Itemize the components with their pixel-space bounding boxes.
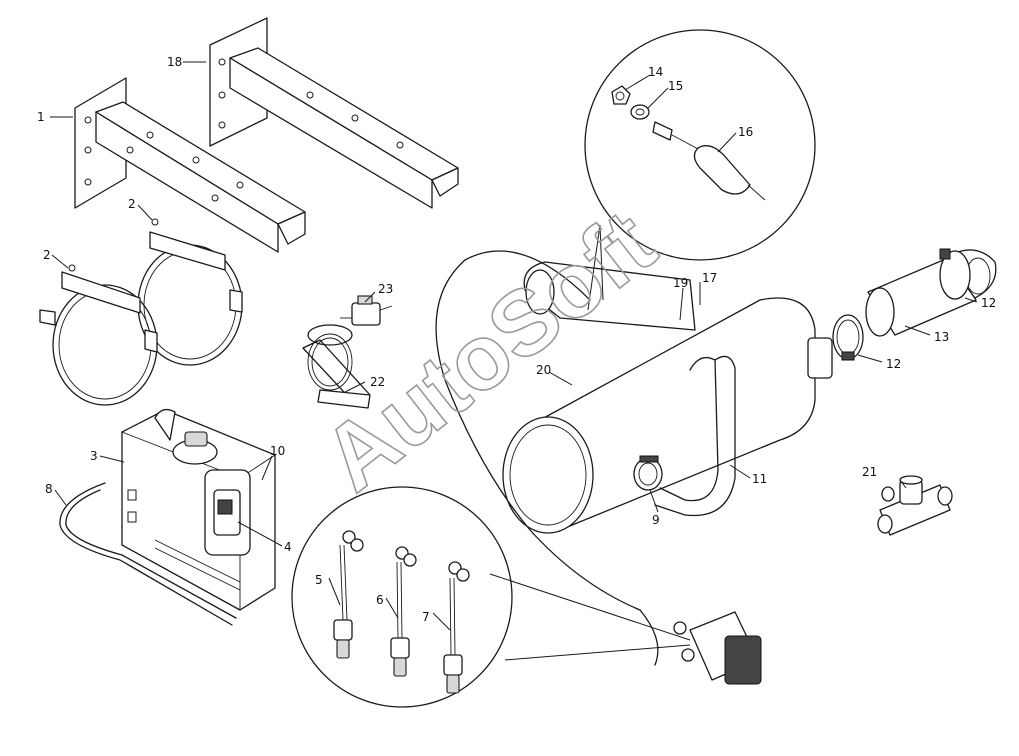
callout-21: 21 <box>862 465 877 479</box>
heater-unit <box>673 611 762 685</box>
callout-2a: 2 <box>128 197 136 211</box>
callout-10: 9 <box>652 513 660 527</box>
callout-23: 23 <box>378 282 393 296</box>
callout-22: 22 <box>370 375 385 389</box>
clamp-part-12b <box>939 248 971 300</box>
callout-1: 1 <box>37 110 45 124</box>
clamp-part-10 <box>633 455 663 491</box>
callout-20: 18 <box>167 55 182 69</box>
bracket-part-20 <box>209 17 459 209</box>
detail-circle-parts-5-7 <box>291 486 691 708</box>
callout-9: 10 <box>270 444 285 458</box>
strap-clamp-part-2b <box>39 264 158 406</box>
bracket-part-1 <box>74 77 306 253</box>
callout-12b: 12 <box>981 296 996 310</box>
bracket-part-22 <box>302 324 371 409</box>
callout-13: 13 <box>934 330 949 344</box>
switch-part-23 <box>340 295 393 326</box>
sender-unit-part-5 <box>333 530 364 659</box>
callout-8: 8 <box>45 482 53 496</box>
callout-15: 15 <box>668 79 683 93</box>
callout-labels: 1 18 2 2 3 10 4 8 23 22 5 6 7 9 11 12 12… <box>37 55 996 624</box>
detail-circle-parts-14-16 <box>584 29 816 311</box>
valve-part-21 <box>877 475 953 536</box>
callout-14: 14 <box>648 65 663 79</box>
callout-5: 5 <box>315 573 323 587</box>
callout-11: 11 <box>752 472 767 486</box>
callout-16: 16 <box>738 125 753 139</box>
exhaust-pipe-part-11 <box>654 355 736 517</box>
fuel-line-part-8 <box>59 482 237 626</box>
clamp-part-12a <box>832 314 864 361</box>
callout-7: 7 <box>422 610 430 624</box>
callout-18: 19 <box>673 276 688 290</box>
callout-19: 20 <box>536 363 551 377</box>
callout-2b: 2 <box>43 248 51 262</box>
callout-17: 17 <box>702 271 717 285</box>
tail-pipe-part-13 <box>865 249 997 337</box>
leader-lines <box>50 61 978 631</box>
callout-3: 3 <box>90 449 98 463</box>
callout-4: 4 <box>284 540 292 554</box>
hose-outline <box>435 250 659 666</box>
callout-6: 6 <box>376 593 384 607</box>
sender-unit-part-6 <box>390 546 417 677</box>
callout-12a: 12 <box>886 357 901 371</box>
sender-unit-part-7 <box>443 561 470 694</box>
fuel-tank-part-3 <box>121 408 276 611</box>
